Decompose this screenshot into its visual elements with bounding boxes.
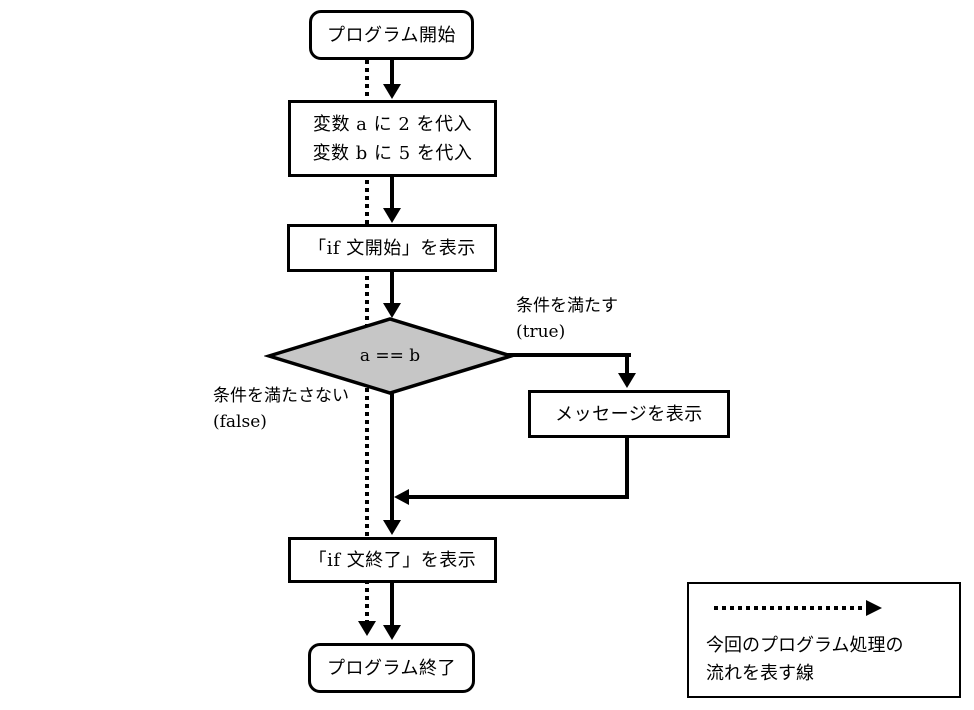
node-message-label: メッセージを表示: [555, 403, 703, 425]
node-if-start-display: 「if 文開始」を表示: [287, 224, 497, 272]
connector-condition-ifend-false-branch: [390, 392, 394, 522]
connector-ifend-end: [390, 583, 394, 627]
node-program-end: プログラム終了: [308, 643, 475, 693]
false-branch-tag: (false): [213, 412, 267, 432]
true-branch-text: 条件を満たす: [516, 296, 618, 316]
legend-dotted-line: [714, 606, 866, 610]
legend-caption-line2: 流れを表す線: [706, 663, 814, 684]
legend-caption-line1: 今回のプログラム処理の: [706, 635, 904, 656]
connector-merge-horizontal: [408, 495, 629, 499]
node-assign-variables: 変数 a に 2 を代入 変数 b に 5 を代入: [288, 100, 497, 177]
true-branch-tag: (true): [516, 322, 566, 342]
node-program-start-label: プログラム開始: [327, 24, 456, 46]
connector-assign-ifstart: [390, 177, 394, 210]
node-assign-line2: 変数 b に 5 を代入: [312, 142, 473, 164]
node-if-end-display: 「if 文終了」を表示: [288, 537, 497, 583]
condition-label: a == b: [359, 346, 421, 366]
node-if-end-label: 「if 文終了」を表示: [308, 549, 477, 571]
connector-ifstart-condition: [390, 272, 394, 305]
node-if-start-label: 「if 文開始」を表示: [308, 237, 476, 259]
condition-diamond-shape: [264, 317, 516, 395]
program-flow-arrowhead-icon: [358, 621, 376, 636]
legend-arrowhead-icon: [866, 600, 882, 616]
legend-box: 今回のプログラム処理の 流れを表す線: [687, 582, 961, 698]
arrowhead-merge-icon: [394, 489, 409, 505]
connector-true-branch-vertical: [625, 353, 629, 375]
arrowhead-true-branch-icon: [618, 373, 636, 388]
node-program-end-label: プログラム終了: [327, 657, 456, 679]
node-assign-line1: 変数 a に 2 を代入: [312, 113, 473, 135]
true-branch-label: 条件を満たす (true): [516, 293, 618, 345]
arrowhead-start-assign-icon: [383, 84, 401, 99]
connector-true-branch-horizontal: [505, 353, 631, 357]
node-message-display: メッセージを表示: [528, 390, 730, 438]
false-branch-text: 条件を満たさない: [213, 386, 349, 406]
arrowhead-ifstart-condition-icon: [383, 303, 401, 318]
legend-caption: 今回のプログラム処理の 流れを表す線: [706, 632, 903, 688]
node-program-start: プログラム開始: [309, 10, 474, 60]
false-branch-label: 条件を満たさない (false): [213, 383, 349, 435]
arrowhead-condition-ifend-icon: [383, 520, 401, 535]
connector-start-assign: [390, 60, 394, 86]
arrowhead-assign-ifstart-icon: [383, 208, 401, 223]
condition-diamond: [264, 317, 516, 395]
arrowhead-ifend-end-icon: [383, 625, 401, 640]
connector-message-down: [625, 438, 629, 499]
